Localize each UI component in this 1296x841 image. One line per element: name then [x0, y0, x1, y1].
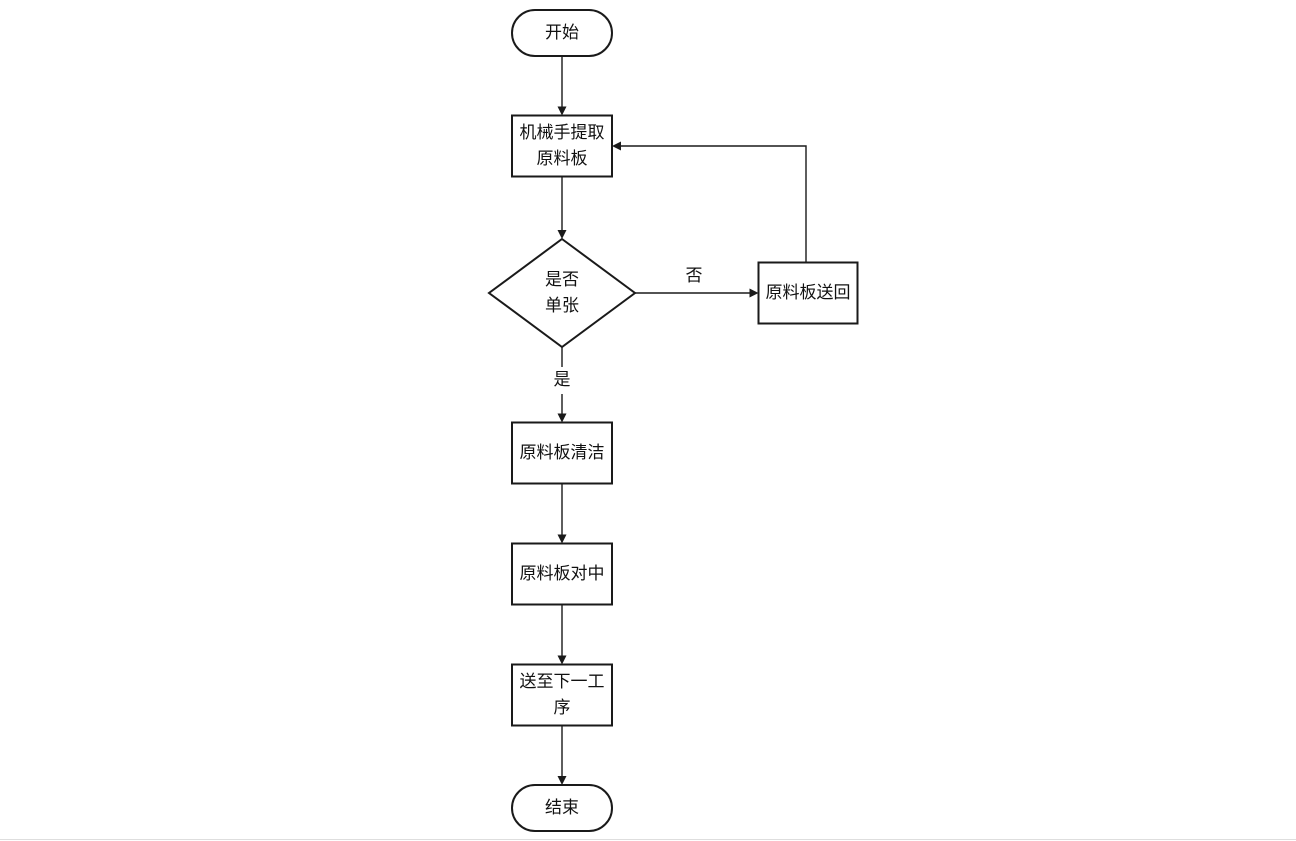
edge-pick-single: [557, 176, 567, 239]
edge-label-single-return: 否: [686, 266, 703, 286]
arrowhead: [557, 106, 567, 116]
process-shape: [511, 663, 613, 727]
node-label: 机械手提取: [520, 123, 605, 143]
node-label: 序: [554, 698, 571, 718]
node-label: 开始: [545, 23, 579, 43]
terminal-shape: [511, 9, 613, 57]
edge-single-clean: [557, 347, 567, 423]
arrowhead: [557, 230, 567, 239]
node-start: 开始: [511, 9, 613, 57]
node-label: 原料板送回: [766, 283, 851, 303]
edge-line: [621, 145, 807, 263]
process-shape: [511, 542, 613, 606]
edge-clean-center: [557, 483, 567, 544]
node-label: 送至下一工: [520, 672, 605, 692]
node-label: 是否: [545, 270, 579, 290]
edge-single-return: [635, 288, 759, 298]
process-shape: [757, 261, 859, 325]
arrowhead: [557, 413, 567, 423]
edge-center-next: [557, 604, 567, 665]
node-label: 结束: [545, 798, 579, 818]
node-end: 结束: [511, 784, 613, 832]
arrowhead: [749, 288, 759, 298]
node-label: 单张: [545, 296, 579, 316]
edge-return-pick: [612, 141, 807, 263]
node-return: 原料板送回: [757, 261, 859, 325]
arrowhead: [557, 534, 567, 544]
process-shape: [511, 421, 613, 485]
node-label: 原料板: [537, 149, 588, 169]
node-label: 原料板清洁: [520, 443, 605, 463]
edge-label-single-clean: 是: [554, 370, 571, 390]
edge-labels-layer: 否是: [554, 266, 703, 390]
edge-start-pick: [557, 56, 567, 116]
bottom-divider: [0, 839, 1296, 840]
node-clean: 原料板清洁: [511, 421, 613, 485]
decision-shape: [487, 237, 637, 349]
arrowhead: [557, 776, 567, 785]
node-label: 原料板对中: [520, 564, 605, 584]
process-shape: [511, 114, 613, 178]
terminal-shape: [511, 784, 613, 832]
node-center: 原料板对中: [511, 542, 613, 606]
edge-next-end: [557, 725, 567, 785]
arrowhead: [612, 141, 621, 151]
arrowhead: [557, 655, 567, 665]
edges-layer: [557, 56, 807, 785]
